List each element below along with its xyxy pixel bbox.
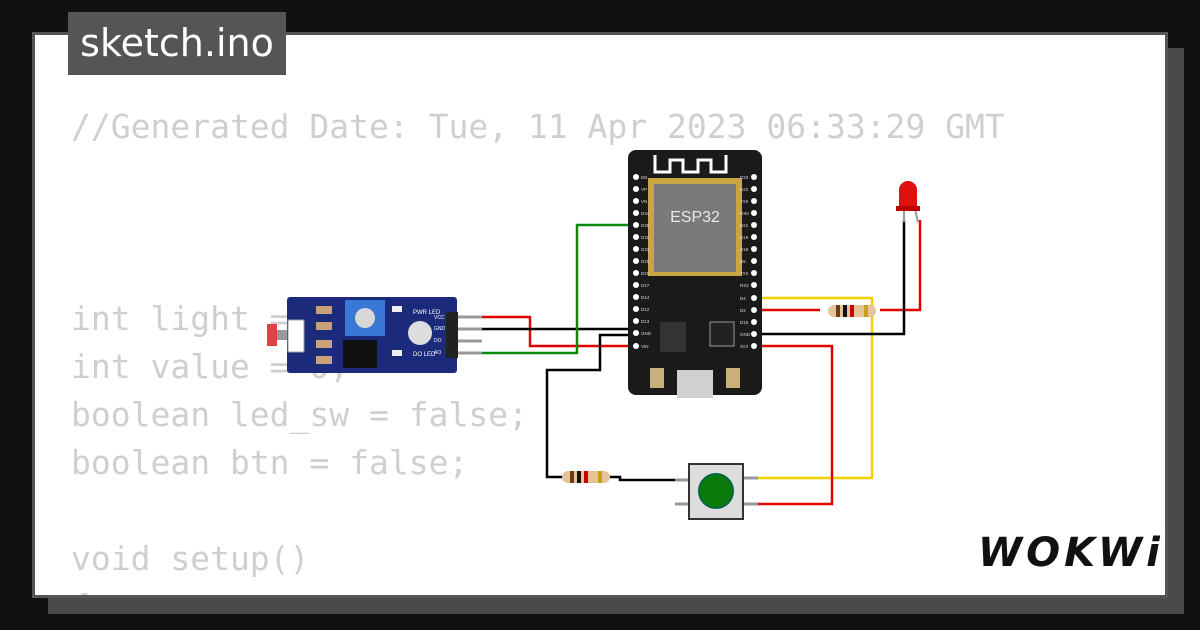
code-line: int value = 0; bbox=[71, 347, 350, 386]
pin-label: VIN bbox=[641, 344, 649, 349]
pin-label: D25 bbox=[641, 259, 650, 264]
code-line: //Generated Date: Tue, 11 Apr 2023 06:33… bbox=[71, 107, 1005, 146]
pin-label: D15 bbox=[740, 320, 749, 325]
pin-label: EN bbox=[641, 175, 647, 180]
pin-label: D13 bbox=[641, 319, 650, 324]
wires bbox=[482, 220, 922, 506]
pin-label: D23 bbox=[740, 175, 749, 180]
pin-label: D34 bbox=[641, 211, 650, 216]
sensor-pin-label: GND bbox=[434, 326, 446, 332]
wokwi-logo: WOKWi bbox=[978, 530, 1164, 576]
light-sensor-module[interactable]: PWR LED DO LED VCC GND DO AO bbox=[267, 297, 482, 373]
code-line: { bbox=[71, 587, 91, 595]
code-line: boolean btn = false; bbox=[71, 443, 469, 482]
sensor-pin-label: VCC bbox=[434, 315, 445, 321]
esp32-board[interactable]: ESP32 EN VP VN D34 D35 D32 D33 D25 D bbox=[628, 150, 762, 398]
pin-label: D4 bbox=[740, 296, 746, 301]
pin-label: D22 bbox=[740, 187, 749, 192]
pin-label: D32 bbox=[641, 235, 650, 240]
sensor-pin-label: AO bbox=[434, 350, 441, 356]
pin-label: RX2 bbox=[740, 283, 749, 288]
pwr-led-label: PWR LED bbox=[413, 310, 441, 316]
esp32-chip-label: ESP32 bbox=[670, 209, 720, 226]
push-button[interactable] bbox=[675, 463, 758, 520]
pin-label: D21 bbox=[740, 223, 749, 228]
pin-label: RX0 bbox=[740, 211, 749, 216]
resistor-led[interactable] bbox=[828, 305, 876, 317]
pin-label: GND bbox=[740, 332, 751, 337]
pin-label: D14 bbox=[641, 295, 650, 300]
file-tab[interactable]: sketch.ino bbox=[68, 12, 286, 75]
pin-label: D35 bbox=[641, 223, 650, 228]
pin-label: 3V3 bbox=[740, 344, 749, 349]
code-line: void setup() bbox=[71, 539, 310, 578]
sensor-pin-label: DO bbox=[434, 338, 442, 344]
pin-label: D12 bbox=[641, 307, 650, 312]
pin-label: D5 bbox=[740, 259, 746, 264]
red-led[interactable] bbox=[896, 181, 920, 223]
preview-card: //Generated Date: Tue, 11 Apr 2023 06:33… bbox=[32, 32, 1168, 598]
pin-label: VP bbox=[641, 187, 647, 192]
pin-label: D27 bbox=[641, 283, 650, 288]
pin-label: TX2 bbox=[740, 271, 749, 276]
pin-label: D19 bbox=[740, 235, 749, 240]
code-line: boolean led_sw = false; bbox=[71, 395, 528, 434]
resistor-button[interactable] bbox=[562, 471, 610, 483]
pin-label: D26 bbox=[641, 271, 650, 276]
do-led-label: DO LED bbox=[413, 352, 436, 358]
pin-label: D33 bbox=[641, 247, 650, 252]
pin-label: D2 bbox=[740, 308, 746, 313]
pin-label: GND bbox=[641, 331, 652, 336]
pin-label: VN bbox=[641, 199, 647, 204]
pin-label: TX0 bbox=[740, 199, 749, 204]
pin-label: D18 bbox=[740, 247, 749, 252]
